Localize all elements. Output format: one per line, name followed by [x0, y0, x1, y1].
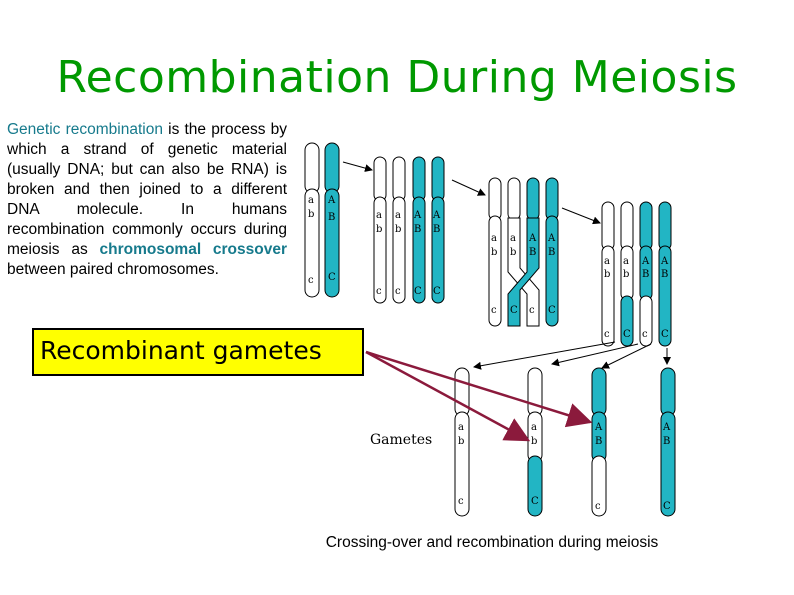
svg-text:a: a: [510, 233, 516, 244]
stage3-crossover: [488, 177, 559, 327]
svg-text:c: c: [642, 329, 648, 340]
paragraph-text-1: is the process by which a strand of gene…: [7, 121, 287, 258]
label-A: A: [327, 195, 336, 206]
label-b: b: [308, 209, 314, 220]
svg-text:a: a: [604, 256, 610, 267]
process-arrows: [342, 161, 671, 370]
label-C: C: [328, 272, 336, 283]
svg-text:A: A: [432, 210, 441, 221]
svg-text:b: b: [604, 269, 610, 280]
chromosomal-crossover-link[interactable]: chromosomal crossover: [99, 241, 288, 258]
slide-title: Recombination During Meiosis: [56, 52, 738, 103]
stage2-chromatids: [373, 156, 445, 304]
svg-text:A: A: [660, 256, 669, 267]
svg-text:C: C: [414, 286, 422, 297]
gametes-label: Gametes: [370, 432, 432, 448]
stage1-chromosome-teal: [324, 142, 340, 298]
svg-text:B: B: [661, 269, 668, 280]
paragraph-text-2: between paired chromosomes.: [7, 261, 219, 278]
svg-text:A: A: [662, 422, 671, 433]
svg-text:b: b: [376, 224, 382, 235]
stage4-recombined: [601, 201, 672, 347]
svg-text:B: B: [529, 247, 536, 258]
svg-text:C: C: [623, 329, 631, 340]
term-genetic: Genetic: [7, 121, 61, 138]
svg-text:B: B: [548, 247, 555, 258]
svg-text:c: c: [595, 501, 601, 512]
svg-text:c: c: [491, 305, 497, 316]
allele-labels: a b c A B C a b c a b c A B C A B C a b …: [308, 195, 671, 512]
svg-text:c: c: [529, 305, 535, 316]
svg-text:c: c: [458, 496, 464, 507]
gamete-3: [591, 367, 607, 517]
callout-label: Recombinant gametes: [40, 336, 322, 365]
svg-text:a: a: [623, 256, 629, 267]
label-a: a: [308, 195, 314, 206]
svg-text:a: a: [458, 422, 464, 433]
svg-text:A: A: [547, 233, 556, 244]
svg-text:c: c: [604, 329, 610, 340]
svg-text:a: a: [491, 233, 497, 244]
svg-text:C: C: [531, 496, 539, 507]
svg-text:C: C: [548, 305, 556, 316]
svg-text:b: b: [531, 436, 537, 447]
label-c: c: [308, 275, 314, 286]
svg-text:B: B: [414, 224, 421, 235]
svg-text:C: C: [510, 305, 518, 316]
svg-text:c: c: [395, 286, 401, 297]
recombinant-arrows: [365, 350, 593, 442]
figure-caption: Crossing-over and recombination during m…: [326, 534, 659, 551]
svg-text:B: B: [433, 224, 440, 235]
svg-text:C: C: [433, 286, 441, 297]
term-recombination: recombination: [65, 121, 163, 138]
label-B: B: [328, 212, 335, 223]
description-paragraph: Genetic recombination is the process by …: [7, 120, 287, 280]
svg-text:b: b: [458, 436, 464, 447]
svg-text:A: A: [528, 233, 537, 244]
svg-text:B: B: [642, 269, 649, 280]
recombinant-gametes-callout: Recombinant gametes: [32, 328, 364, 376]
svg-text:c: c: [376, 286, 382, 297]
gamete-4: [660, 367, 676, 517]
svg-text:b: b: [395, 224, 401, 235]
svg-text:a: a: [395, 210, 401, 221]
svg-text:C: C: [663, 501, 671, 512]
svg-text:b: b: [510, 247, 516, 258]
svg-text:A: A: [594, 422, 603, 433]
svg-text:A: A: [641, 256, 650, 267]
svg-text:B: B: [595, 436, 602, 447]
svg-text:B: B: [663, 436, 670, 447]
svg-text:b: b: [623, 269, 629, 280]
svg-text:A: A: [413, 210, 422, 221]
svg-text:a: a: [531, 422, 537, 433]
svg-text:a: a: [376, 210, 382, 221]
svg-text:C: C: [661, 329, 669, 340]
stage1-chromosome-white: [304, 142, 320, 298]
svg-text:b: b: [491, 247, 497, 258]
